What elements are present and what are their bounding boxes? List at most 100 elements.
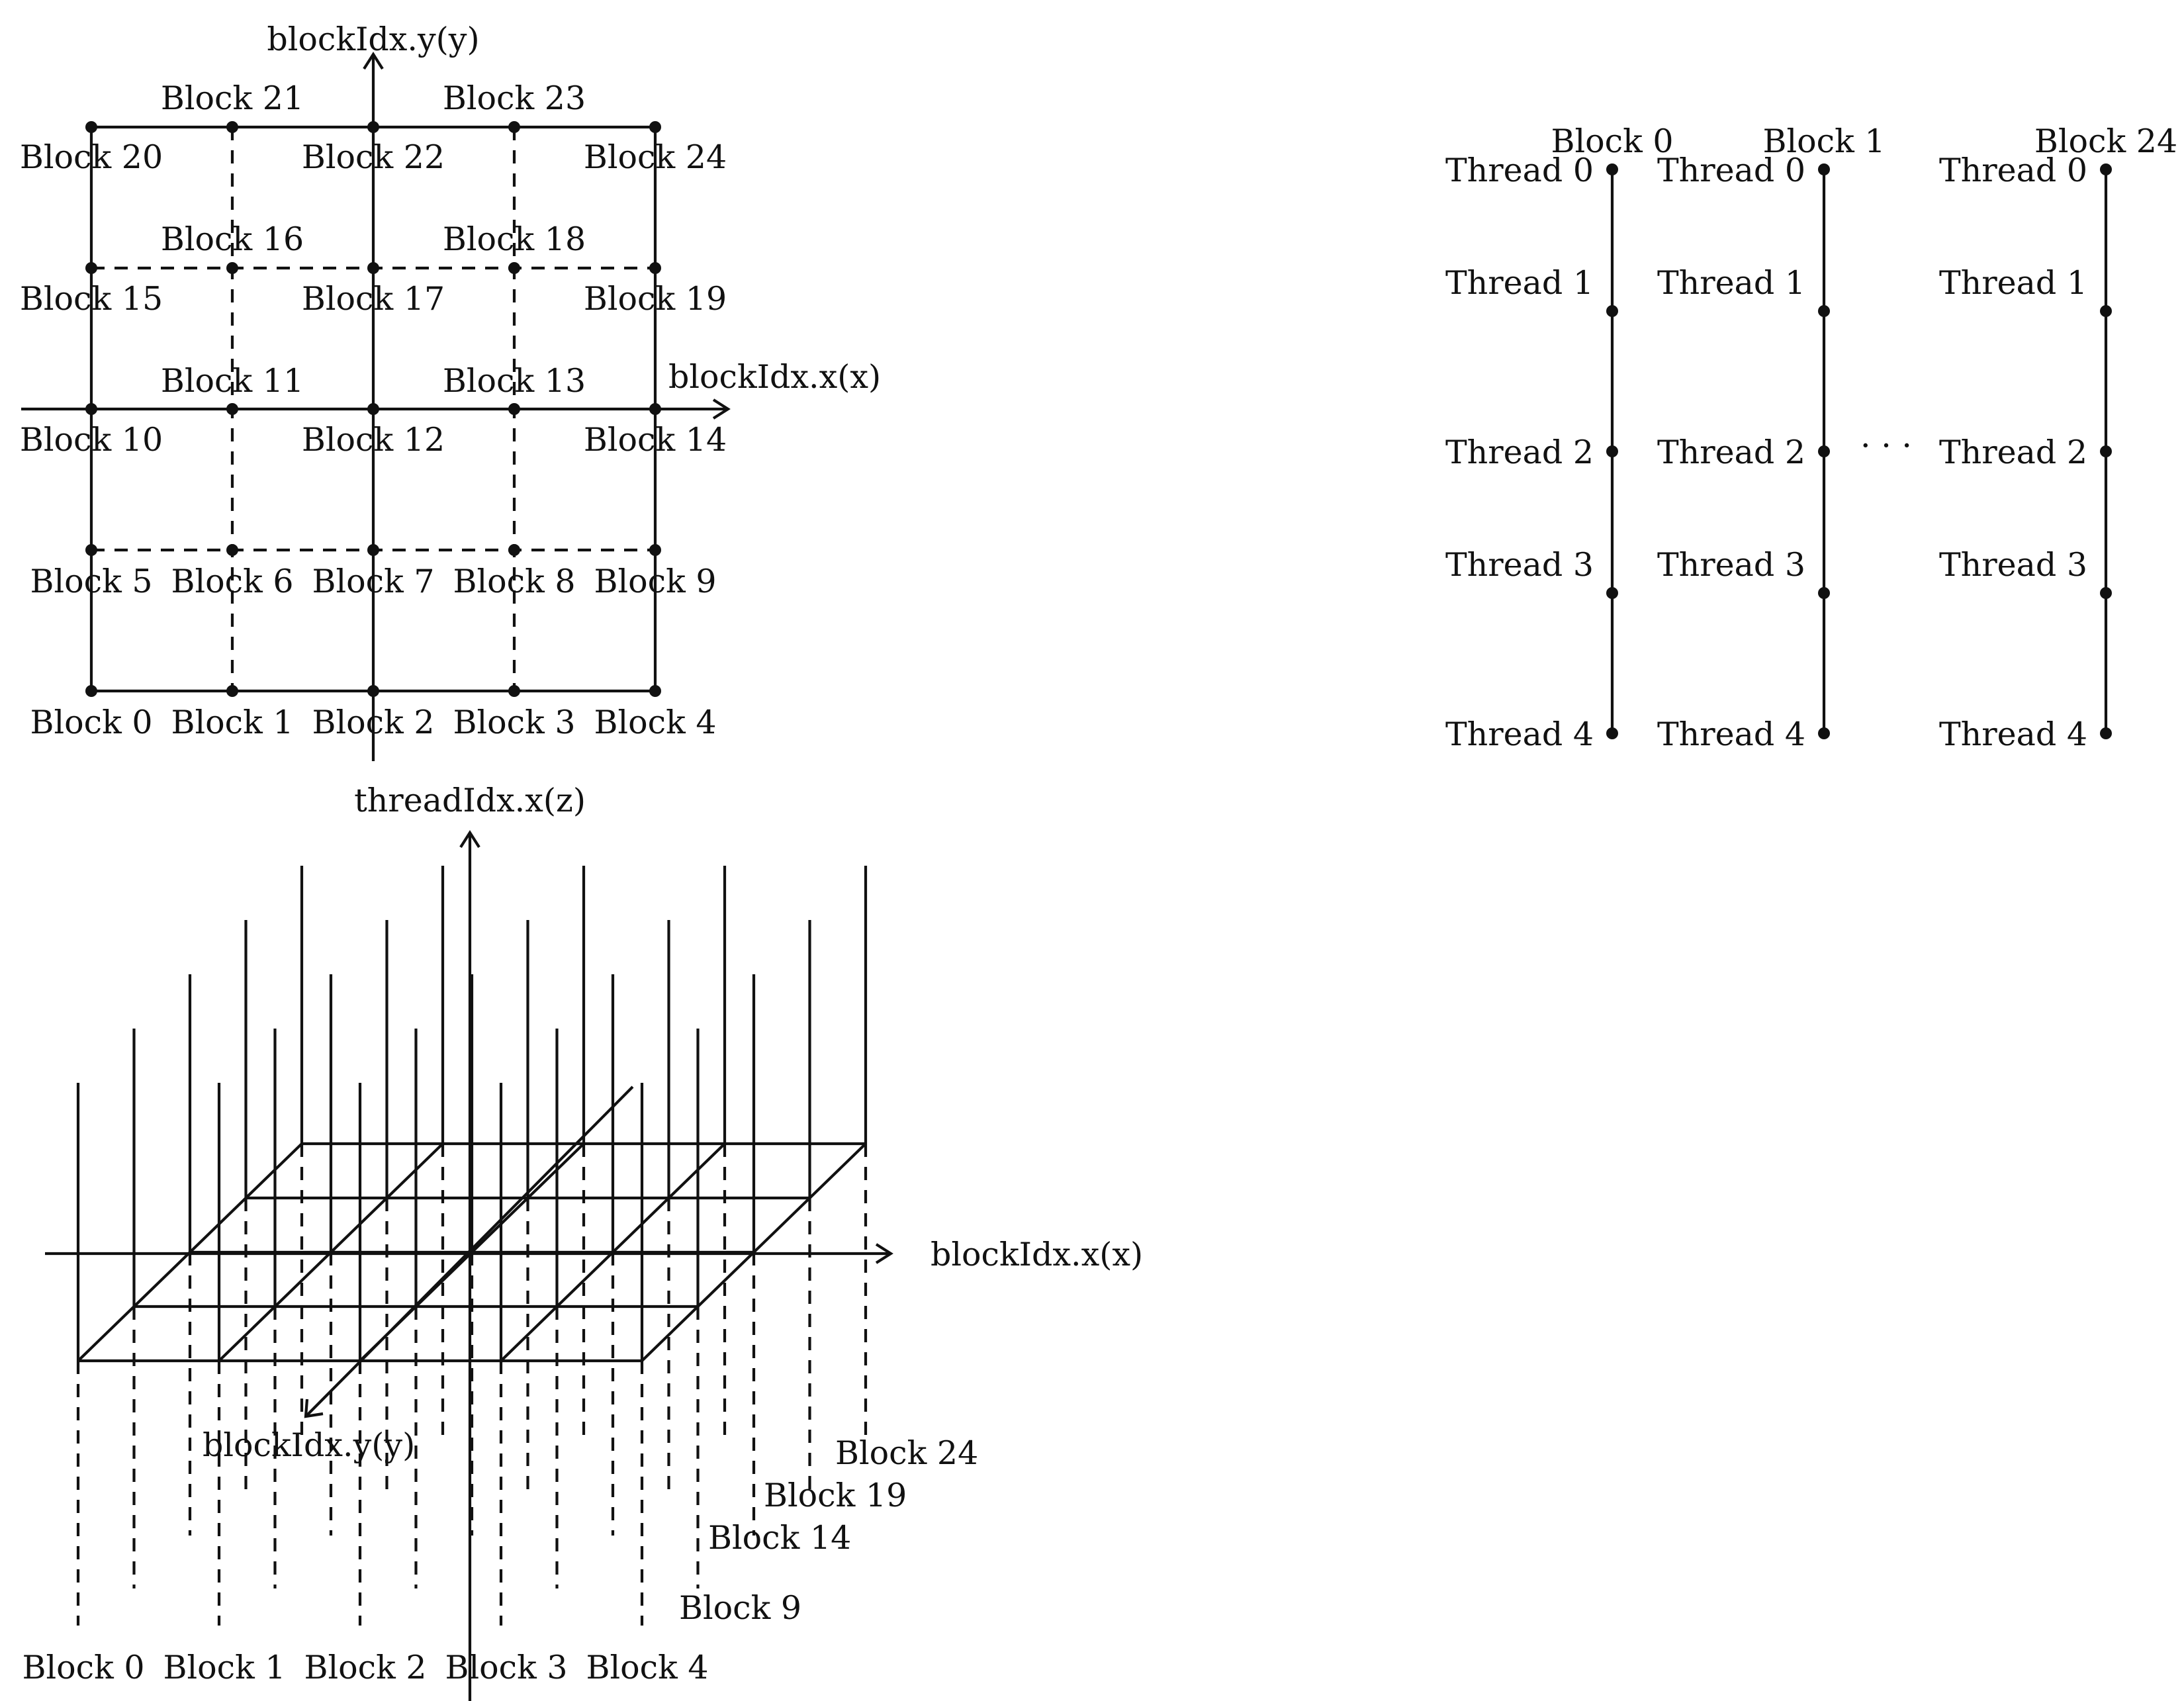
thread-label: Thread 3 [1939, 546, 2087, 584]
grid3d-y-axis-arrowhead [304, 1399, 324, 1418]
block-label: Block 21 [161, 79, 304, 117]
block-label: Block 22 [302, 138, 445, 176]
thread-dot [1818, 587, 1830, 599]
thread-label: Thread 0 [1445, 152, 1594, 189]
columns-ellipsis: · · · [1860, 427, 1912, 465]
block-dot [508, 403, 520, 415]
block-label: Block 11 [161, 362, 304, 400]
block-label: Block 10 [20, 421, 163, 459]
grid3d-dashed-extensions [76, 1144, 868, 1626]
thread-label: Thread 4 [1657, 715, 1805, 753]
thread-dot [1606, 163, 1618, 175]
thread-column-block-0: Block 0 Thread 0 Thread 1 Thread 2 Threa… [1445, 122, 1674, 753]
block-label: Block 20 [20, 138, 163, 176]
grid3d-x-axis-label: blockIdx.x(x) [931, 1236, 1143, 1273]
block-label: Block 4 [594, 704, 716, 741]
block-label: Block 13 [443, 362, 586, 400]
grid3d-y-axis-label: blockIdx.y(y) [203, 1426, 415, 1464]
block-label: Block 3 [445, 1649, 567, 1686]
thread-dot [2100, 305, 2112, 317]
thread-label: Thread 3 [1445, 546, 1594, 584]
block-dot [367, 121, 379, 133]
thread-dot [1606, 587, 1618, 599]
grid3d-z-axis-arrowhead [459, 830, 480, 849]
block-label: Block 2 [312, 704, 434, 741]
block-label: Block 0 [22, 1649, 144, 1686]
block-dot [85, 403, 97, 415]
block-dot [508, 262, 520, 274]
thread-dots [1606, 163, 2112, 739]
block-dot [508, 685, 520, 697]
thread-dot [1818, 727, 1830, 739]
thread-dot [1606, 727, 1618, 739]
grid2d-x-axis-arrowhead [712, 398, 731, 420]
block-label: Block 6 [171, 563, 293, 600]
thread-label: Thread 0 [1939, 152, 2087, 189]
block-label: Block 3 [453, 704, 575, 741]
threads-diagram: Block 0 Thread 0 Thread 1 Thread 2 Threa… [1445, 122, 2177, 753]
thread-dot [1818, 305, 1830, 317]
thread-label: Thread 2 [1657, 434, 1805, 471]
thread-label: Thread 1 [1445, 264, 1594, 302]
thread-column-title: Block 0 [1551, 122, 1673, 160]
block-label: Block 4 [586, 1649, 708, 1686]
block-dot [649, 403, 661, 415]
block-label: Block 15 [20, 280, 163, 318]
block-dot [226, 403, 238, 415]
thread-label: Thread 0 [1657, 152, 1805, 189]
block-label: Block 24 [584, 138, 727, 176]
block-dot [508, 121, 520, 133]
thread-dot [1606, 305, 1618, 317]
grid3d-thread-columns [76, 866, 868, 1361]
block-dot [367, 544, 379, 556]
thread-dot [2100, 727, 2112, 739]
block-label: Block 19 [764, 1477, 907, 1514]
thread-dot [1818, 163, 1830, 175]
block-label: Block 14 [584, 421, 727, 459]
block-label: Block 9 [594, 563, 716, 600]
block-dot [85, 121, 97, 133]
block-label: Block 18 [443, 220, 586, 258]
block-dot [85, 262, 97, 274]
block-label: Block 23 [443, 79, 586, 117]
block-dot [649, 121, 661, 133]
block-label: Block 0 [30, 704, 152, 741]
grid3d-y-axis [306, 1085, 634, 1416]
block-dot [85, 544, 97, 556]
block-label: Block 2 [304, 1649, 426, 1686]
thread-label: Thread 2 [1939, 434, 2087, 471]
block-label: Block 1 [163, 1649, 285, 1686]
block-label: Block 5 [30, 563, 152, 600]
thread-dot [2100, 587, 2112, 599]
block-dot [508, 544, 520, 556]
block-dot [226, 685, 238, 697]
thread-dot [1818, 445, 1830, 457]
block-dot [367, 403, 379, 415]
block-label: Block 7 [312, 563, 434, 600]
block-label: Block 17 [302, 280, 445, 318]
thread-label: Thread 3 [1657, 546, 1805, 584]
thread-dot [2100, 445, 2112, 457]
grid3d-z-axis-label: threadIdx.x(z) [354, 782, 586, 819]
grid2d-x-axis-label: blockIdx.x(x) [668, 358, 881, 396]
block-label: Block 19 [584, 280, 727, 318]
block-dot [85, 685, 97, 697]
thread-dot [1606, 445, 1618, 457]
thread-column-block-24: Block 24 Thread 0 Thread 1 Thread 2 Thre… [1939, 122, 2177, 753]
grid3d-x-axis-arrowhead [875, 1243, 893, 1264]
thread-label: Thread 4 [1445, 715, 1594, 753]
block-dot [649, 262, 661, 274]
grid2d-block-dots [85, 121, 661, 697]
block-dot [226, 121, 238, 133]
block-label: Block 9 [679, 1589, 801, 1627]
grid-3d: threadIdx.x(z) blockIdx.x(x) blockIdx.y(… [22, 782, 1143, 1701]
thread-column-title: Block 1 [1762, 122, 1885, 160]
block-label: Block 12 [302, 421, 445, 459]
block-dot [649, 544, 661, 556]
thread-label: Thread 4 [1939, 715, 2087, 753]
block-dot [649, 685, 661, 697]
thread-label: Thread 1 [1657, 264, 1805, 302]
grid-2d: blockIdx.y(y) blockIdx.x(x) Block 0 Bloc… [20, 21, 881, 761]
